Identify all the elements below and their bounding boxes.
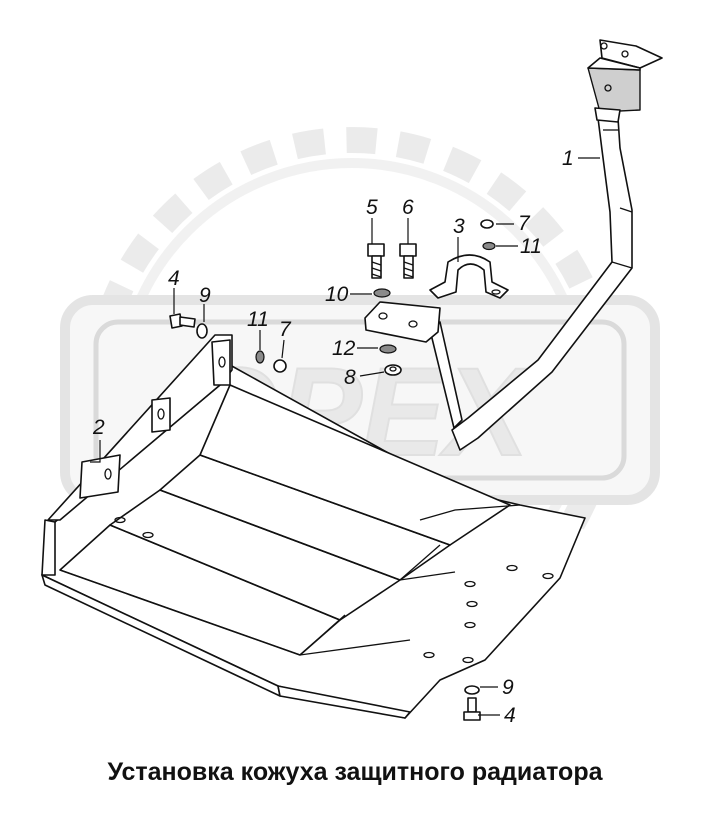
callout-10: 10: [325, 283, 349, 306]
support-tube: [429, 39, 663, 451]
clamp: [429, 254, 509, 299]
bolt-6: [399, 243, 417, 279]
callout-2: 2: [92, 416, 105, 439]
washer-9-top: [196, 323, 208, 339]
bolt-4-bottom: [463, 697, 481, 721]
nut-7-left: [273, 359, 287, 373]
callout-4-top: 4: [168, 267, 180, 290]
callout-8: 8: [344, 366, 356, 389]
callout-11-top: 11: [520, 235, 542, 258]
callout-7-left: 7: [279, 318, 292, 341]
washer-9-bottom: [464, 685, 480, 695]
callout-5: 5: [366, 196, 378, 219]
callout-3: 3: [453, 215, 465, 238]
callout-11-left: 11: [247, 308, 269, 331]
washer-12: [379, 344, 397, 354]
bolt-4-top: [169, 313, 196, 329]
callout-7-top: 7: [518, 212, 531, 235]
washer-11-left: [255, 350, 265, 364]
bolt-5: [367, 243, 385, 279]
radiator-guard-plate: [41, 334, 586, 719]
callout-1: 1: [562, 147, 574, 170]
callout-6: 6: [402, 196, 414, 219]
tube-clamp-plate: [364, 301, 441, 343]
callout-9-top: 9: [199, 284, 211, 307]
nut-7-top: [480, 219, 494, 229]
nut-8: [384, 364, 402, 376]
diagram-caption: Установка кожуха защитного радиатора: [107, 758, 603, 786]
callout-leaders: [90, 157, 600, 716]
callout-9-bottom: 9: [502, 676, 514, 699]
callout-4-bottom: 4: [504, 704, 516, 727]
callout-labels: 1 2 3 4 4 5 6 7 7 8 9 9 10 11 11 12: [92, 147, 574, 727]
washer-10: [373, 288, 391, 298]
callout-12: 12: [332, 337, 356, 360]
washer-11-top: [482, 241, 496, 251]
